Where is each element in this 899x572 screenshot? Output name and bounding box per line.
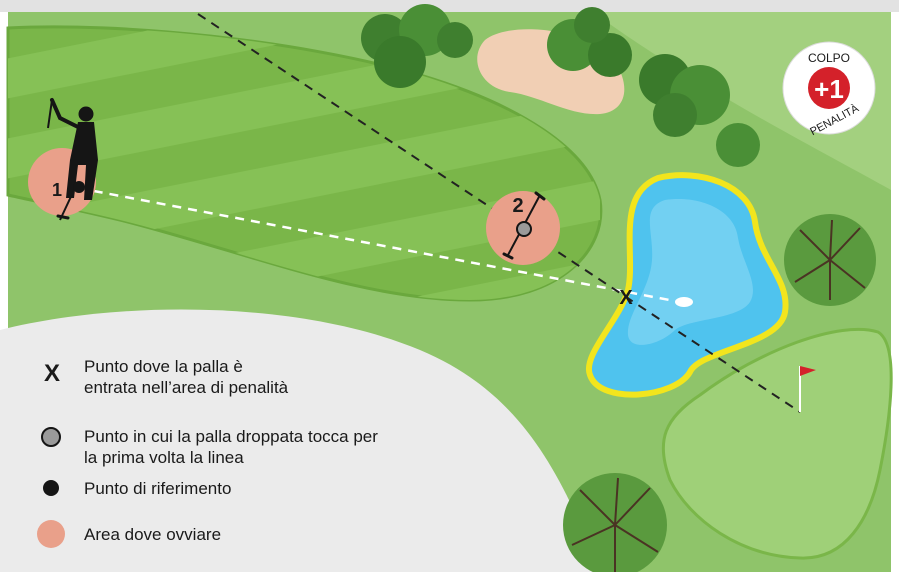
reference-line: [77, 186, 681, 304]
legend-salmon-disc: [37, 520, 65, 548]
label-point-2: 2: [512, 195, 523, 217]
legend-drop-line2: la prima volta la linea: [84, 448, 244, 467]
golfer-icon: [47, 98, 98, 200]
tree-bottom: [563, 473, 667, 572]
legend-drop-line1: Punto in cui la palla droppata tocca per: [84, 427, 378, 446]
legend-item-entry: Punto dove la palla è entrata nell’area …: [84, 356, 288, 398]
legend-entry-line1: Punto dove la palla è: [84, 357, 243, 376]
club-icon-1: [59, 187, 76, 221]
label-point-1: 1: [52, 180, 62, 200]
legend-item-drop: Punto in cui la palla droppata tocca per…: [84, 426, 378, 468]
legend-item-relief: Area dove ovviare: [84, 524, 221, 545]
tree-right: [784, 214, 876, 306]
drop-point: [516, 221, 532, 237]
tree-cluster-top: [361, 4, 760, 167]
legend-background: [0, 309, 600, 572]
legend-x-symbol: X: [44, 360, 60, 387]
putting-green: [661, 327, 893, 560]
water-highlight: [627, 199, 753, 345]
legend-black-dot: [43, 480, 59, 496]
club-head-icon-2b: [502, 252, 514, 260]
flag-icon: [799, 366, 816, 412]
club-head-icon-2a: [534, 191, 546, 201]
club-head-icon-1: [56, 214, 70, 220]
reference-point: [73, 181, 85, 193]
legend-reference-line1: Punto di riferimento: [84, 479, 232, 498]
badge-value: +1: [814, 74, 844, 104]
ball-in-water: [675, 297, 693, 307]
legend-relief-line1: Area dove ovviare: [84, 525, 222, 544]
badge-top-text: COLPO: [808, 51, 850, 65]
legend-grey-dot: [41, 427, 61, 447]
penalty-badge: +1 COLPO PENALITÀ: [782, 41, 876, 138]
legend-item-reference: Punto di riferimento: [84, 478, 231, 499]
legend-entry-line2: entrata nell’area di penalità: [84, 378, 289, 397]
entry-point-x: X: [619, 287, 633, 309]
top-band: [0, 0, 899, 12]
